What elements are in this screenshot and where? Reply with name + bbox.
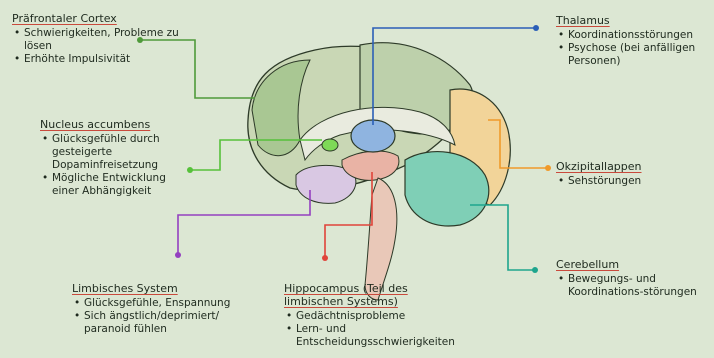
thalamus-label: Thalamus Koordinationsstörungen Psychose… [556,14,711,68]
thalamus-item: Psychose (bei anfälligen Personen) [556,42,711,68]
connector-limbisch [178,190,310,255]
hippocampus-title: Hippocampus (Teil des limbischen Systems… [284,282,464,308]
praefrontal-item: Schwierigkeiten, Probleme zu lösen [12,27,182,53]
nucleus-label: Nucleus accumbens Glücksgefühle durch ge… [40,118,195,198]
nucleus-list: Glücksgefühle durch gesteigerte Dopaminf… [40,133,195,198]
thalamus-item: Koordinationsstörungen [556,29,711,42]
okzipital-item: Sehstörungen [556,175,706,188]
hippocampus-list: Gedächtnisprobleme Lern- und Entscheidun… [284,310,464,349]
limbisch-list: Glücksgefühle, Enspannung Sich ängstlich… [72,297,247,336]
connector-cerebellum [470,205,535,270]
okzipital-list: Sehstörungen [556,175,706,188]
okzipital-dot [545,165,551,171]
praefrontal-label: Präfrontaler Cortex Schwierigkeiten, Pro… [12,12,182,66]
okzipital-title: Okzipitallappen [556,160,706,173]
okzipital-label: Okzipitallappen Sehstörungen [556,160,706,188]
cerebellum-title: Cerebellum [556,258,706,271]
nucleus-item: Glücksgefühle durch gesteigerte Dopaminf… [40,133,195,172]
cerebellum-label: Cerebellum Bewegungs- und Koordinations-… [556,258,706,299]
hippocampus-item: Gedächtnisprobleme [284,310,464,323]
limbisch-title: Limbisches System [72,282,247,295]
praefrontal-list: Schwierigkeiten, Probleme zu lösen Erhöh… [12,27,182,66]
thalamus-list: Koordinationsstörungen Psychose (bei anf… [556,29,711,68]
limbisch-item: Sich ängstlich/deprimiert/ paranoid fühl… [72,310,247,336]
hippocampus-label: Hippocampus (Teil des limbischen Systems… [284,282,464,349]
limbisch-dot [175,252,181,258]
cerebellum-list: Bewegungs- und Koordinations-störungen [556,273,706,299]
limbisch-label: Limbisches System Glücksgefühle, Enspann… [72,282,247,336]
nucleus-accumbens [322,139,338,151]
nucleus-title: Nucleus accumbens [40,118,195,131]
cerebellum-dot [532,267,538,273]
thalamus-title: Thalamus [556,14,711,27]
praefrontal-item: Erhöhte Impulsivität [12,53,182,66]
limbisch-item: Glücksgefühle, Enspannung [72,297,247,310]
cerebellum-item: Bewegungs- und Koordinations-störungen [556,273,706,299]
thalamus-dot [533,25,539,31]
hippocampus [342,151,399,180]
hippocampus-item: Lern- und Entscheidungsschwierigkeiten [284,323,464,349]
nucleus-item: Mögliche Entwicklung einer Abhängigkeit [40,172,195,198]
praefrontal-title: Präfrontaler Cortex [12,12,182,25]
hippocampus-dot [322,255,328,261]
